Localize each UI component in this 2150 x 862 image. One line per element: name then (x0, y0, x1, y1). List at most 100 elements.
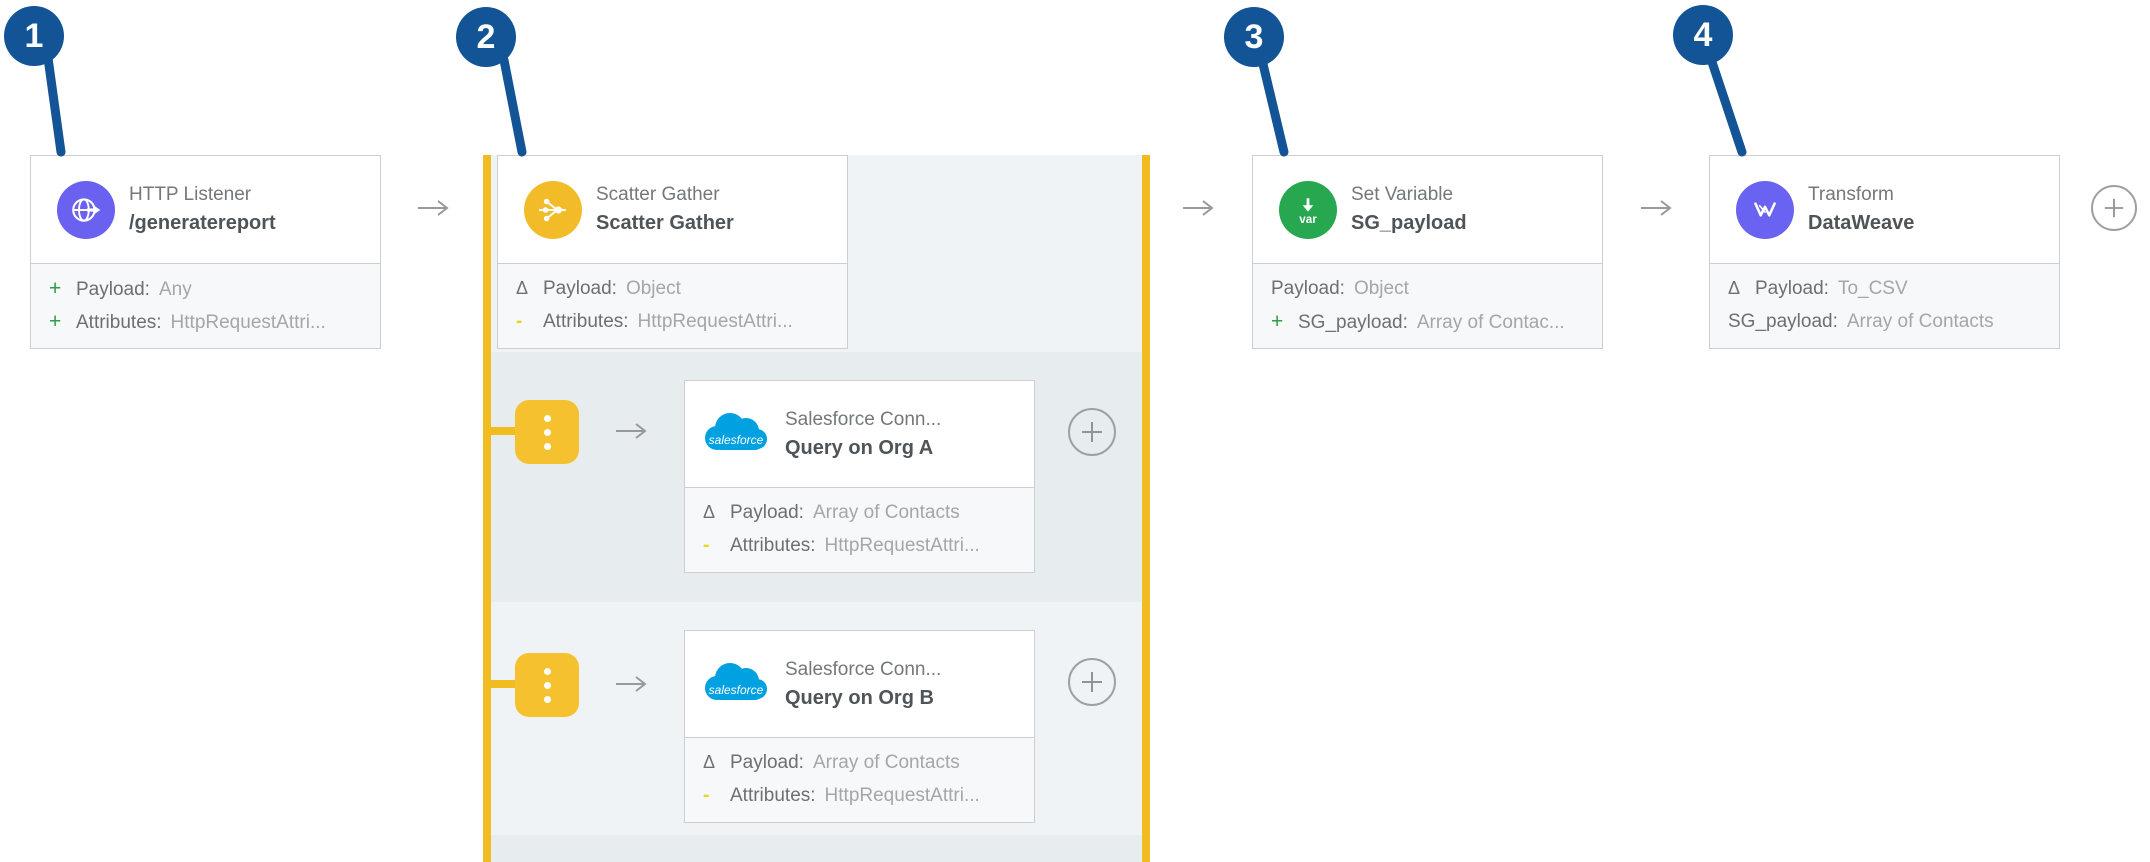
meta-value: Array of Contacts (812, 502, 960, 523)
meta-value: HttpRequestAttri... (170, 312, 326, 333)
salesforce-logo: salesforce (701, 658, 771, 711)
plus-icon (1082, 422, 1102, 442)
flow-arrow-icon (616, 423, 647, 439)
salesforce-logo: salesforce (701, 408, 771, 461)
node-subtitle: Scatter Gather (596, 212, 734, 234)
callout-badge-4: 4 (1673, 5, 1733, 65)
kebab-dot (543, 442, 551, 450)
node-title: Salesforce Conn... (785, 408, 942, 430)
plus-icon (2104, 198, 2124, 218)
meta-prefix: - (703, 785, 710, 806)
node-card-salesforce-org-a[interactable]: salesforce Salesforce Conn... Query on O… (684, 380, 1035, 573)
transform-header: Transform DataWeave (1710, 156, 2059, 263)
meta-label: Attributes: (543, 311, 629, 332)
route2-drag-handle[interactable] (515, 653, 579, 717)
meta-label: Payload: (76, 279, 150, 300)
meta-label: Attributes: (730, 535, 816, 556)
flow-arrow-icon (418, 200, 449, 216)
node-title: Salesforce Conn... (785, 658, 942, 680)
route1-drag-handle[interactable] (515, 400, 579, 464)
node-title: Set Variable (1351, 184, 1454, 205)
add-component-route1-button[interactable] (1068, 408, 1116, 456)
meta-value: To_CSV (1837, 278, 1908, 299)
set-variable-metadata: Payload: Object + SG_payload: Array of Cont… (1253, 263, 1602, 348)
node-title: Transform (1808, 184, 1894, 205)
meta-prefix: - (516, 311, 523, 332)
meta-label: Payload: (730, 502, 804, 523)
salesforce-org-b-header: salesforce Salesforce Conn... Query on O… (685, 631, 1034, 737)
plus-icon (1082, 672, 1102, 692)
add-component-route2-button[interactable] (1068, 658, 1116, 706)
kebab-dot (543, 695, 551, 703)
meta-label: Attributes: (730, 785, 816, 806)
node-subtitle: Query on Org A (785, 436, 934, 459)
kebab-dot (543, 428, 551, 436)
flow-arrow-icon (1641, 200, 1672, 216)
scatter-gather-icon (524, 180, 582, 239)
kebab-dot (543, 414, 551, 422)
meta-label: SG_payload: (1298, 312, 1408, 333)
node-card-scatter-gather[interactable]: Scatter Gather Scatter Gather Δ Payload: O… (497, 155, 848, 349)
meta-value: HttpRequestAttri... (824, 535, 980, 556)
add-component-flow-button[interactable] (2091, 185, 2137, 231)
salesforce-org-b-metadata: Δ Payload: Array of Contacts -Attributes: H… (685, 737, 1034, 822)
kebab-dot (543, 681, 551, 689)
salesforce-org-a-header: salesforce Salesforce Conn... Query on O… (685, 381, 1034, 487)
meta-value: Any (158, 279, 192, 300)
node-subtitle: Query on Org B (785, 686, 934, 709)
svg-text:salesforce: salesforce (709, 433, 764, 447)
meta-prefix: Δ (516, 278, 529, 298)
callout-badge-3: 3 (1224, 7, 1284, 67)
callout-badge-2: 2 (456, 7, 516, 67)
meta-prefix: Δ (1728, 278, 1741, 298)
route1-connector-stub (489, 427, 517, 435)
dataweave-icon (1736, 180, 1794, 239)
meta-label: SG_payload: (1728, 311, 1838, 332)
node-card-salesforce-org-b[interactable]: salesforce Salesforce Conn... Query on O… (684, 630, 1035, 823)
scatter-gather-header: Scatter Gather Scatter Gather (498, 156, 847, 263)
node-subtitle: SG_payload (1351, 212, 1467, 234)
meta-value: Array of Contacts (1846, 311, 1994, 332)
node-card-transform[interactable]: Transform DataWeave Δ Payload: To_CSV SG_p… (1709, 155, 2060, 349)
svg-text:salesforce: salesforce (709, 683, 764, 697)
set-variable-icon: var (1279, 180, 1337, 239)
http-listener-metadata: +Payload:Any +Attributes:HttpRequestAttr… (31, 263, 380, 348)
meta-prefix: - (703, 535, 710, 556)
meta-label: Payload: (730, 752, 804, 773)
node-title: HTTP Listener (129, 184, 252, 205)
meta-label: Payload: (1271, 278, 1345, 299)
flow-arrow-icon (616, 676, 647, 692)
kebab-dot (543, 667, 551, 675)
set-variable-header: var Set Variable SG_payload (1253, 156, 1602, 263)
scatter-scope-left-rail (483, 155, 491, 862)
scatter-scope-right-rail (1142, 155, 1150, 862)
node-card-set-variable[interactable]: var Set Variable SG_payload Payload: Obje… (1252, 155, 1603, 349)
meta-value: HttpRequestAttri... (637, 311, 793, 332)
callout-badge-1: 1 (4, 6, 64, 66)
scatter-scope-footer-band (491, 835, 1142, 862)
meta-value: HttpRequestAttri... (824, 785, 980, 806)
globe-icon (57, 180, 115, 239)
meta-value: Object (1353, 278, 1409, 299)
flow-arrow-icon (1183, 200, 1214, 216)
svg-text:var: var (1299, 212, 1317, 225)
meta-prefix: Δ (703, 752, 716, 772)
http-listener-header: HTTP Listener /generatereport (31, 156, 380, 263)
route2-connector-stub (489, 680, 517, 688)
meta-value: Array of Contacts (812, 752, 960, 773)
scatter-gather-metadata: Δ Payload: Object -Attributes: HttpRequestA… (498, 263, 847, 348)
meta-value: Object (625, 278, 681, 299)
meta-prefix: + (49, 310, 62, 333)
meta-prefix: + (1271, 310, 1284, 333)
meta-label: Payload: (543, 278, 617, 299)
node-subtitle: /generatereport (129, 212, 276, 234)
node-card-http-listener[interactable]: HTTP Listener /generatereport + Payload: A… (30, 155, 381, 349)
meta-prefix: + (49, 277, 62, 300)
node-title: Scatter Gather (596, 184, 720, 205)
transform-metadata: Δ Payload: To_CSV SG_payload: Array of Cont… (1710, 263, 2059, 348)
meta-label: Payload: (1755, 278, 1829, 299)
meta-value: Array of Contac... (1416, 312, 1565, 333)
node-subtitle: DataWeave (1808, 212, 1915, 234)
